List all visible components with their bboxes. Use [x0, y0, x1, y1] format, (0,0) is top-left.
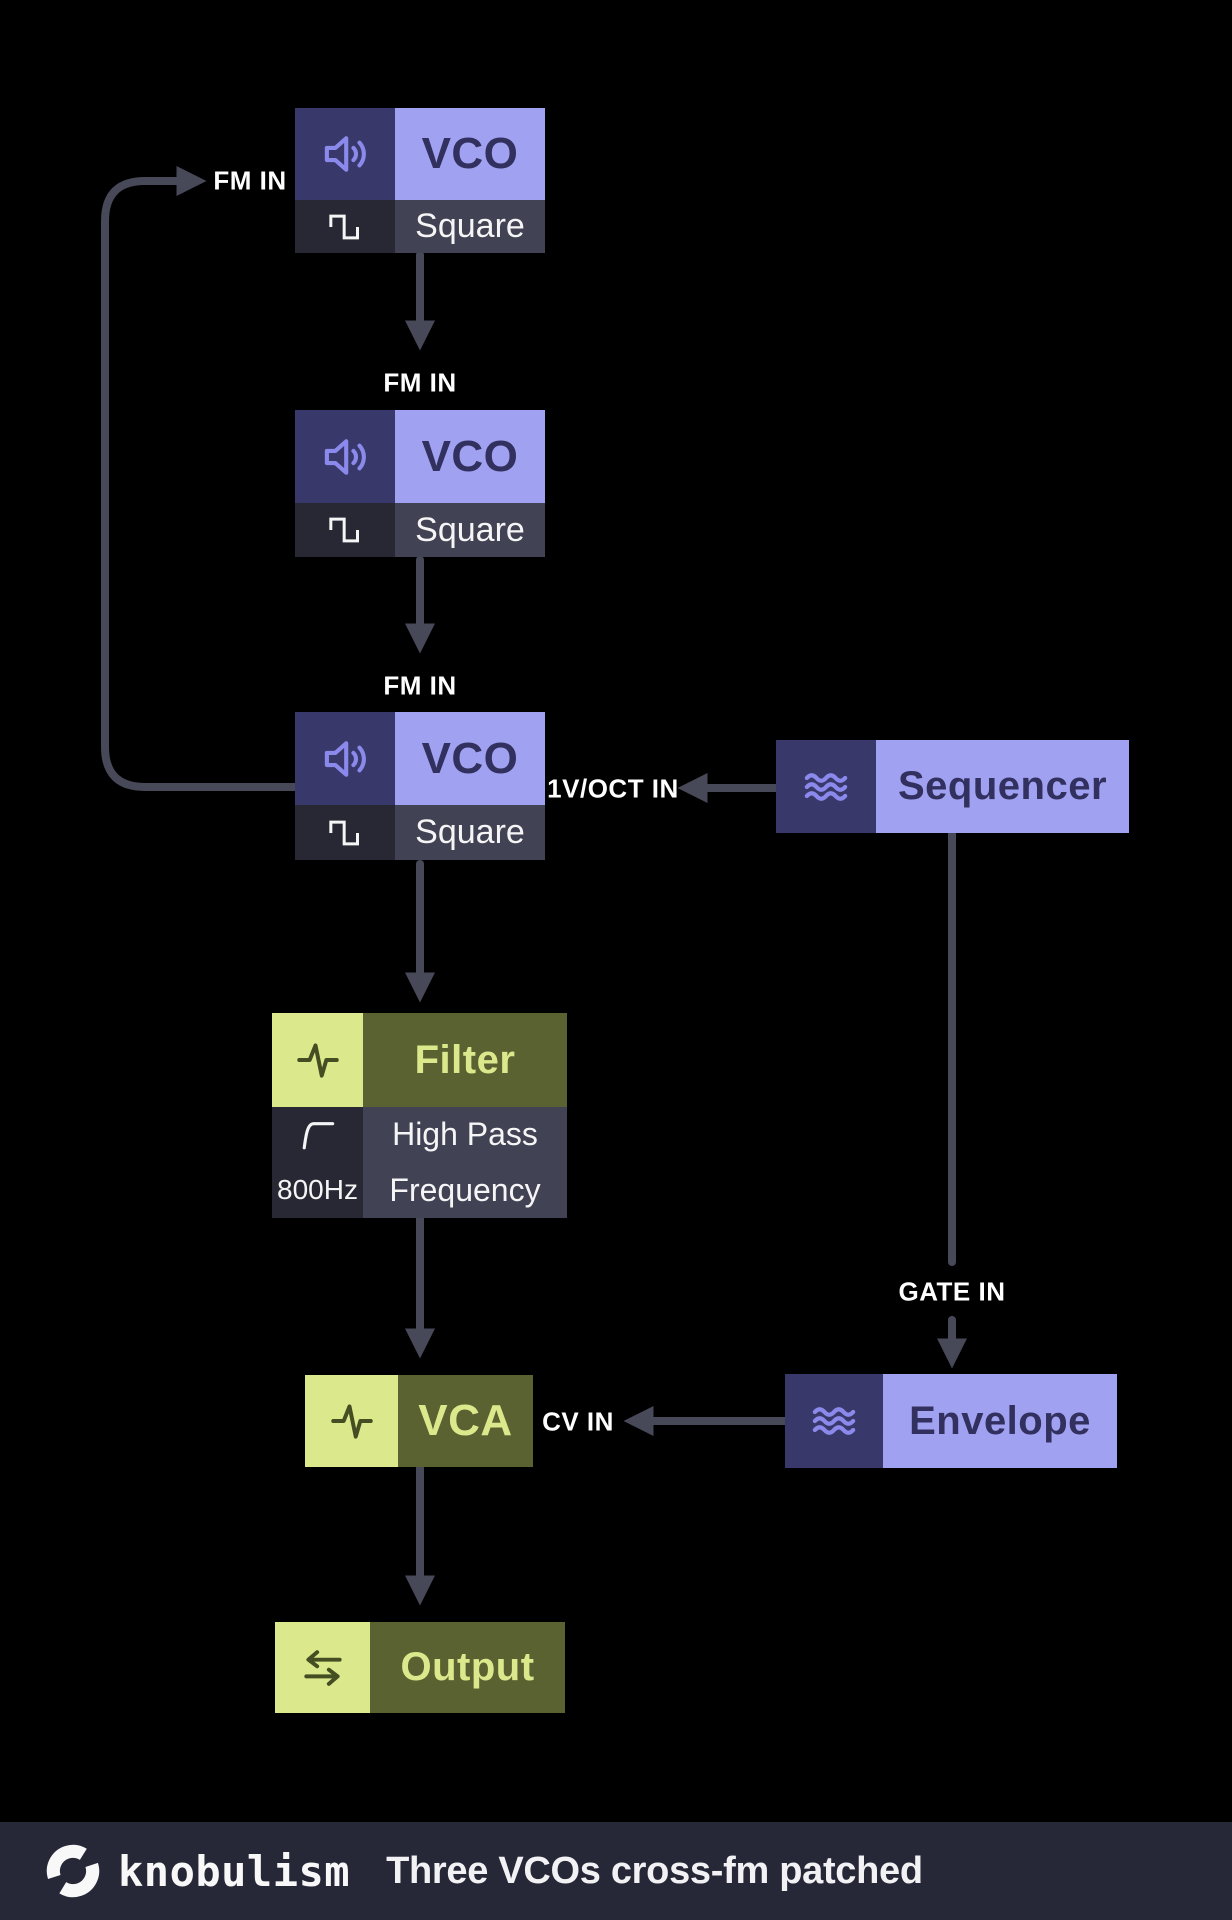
filter-type-label: High Pass — [363, 1107, 567, 1162]
vco1-wave-icon-cell — [295, 200, 395, 253]
square-wave-icon — [329, 820, 359, 845]
vco3-icon-cell — [295, 712, 395, 805]
v-oct-in-label: 1V/OCT IN — [547, 773, 679, 804]
fm-in-label-vco1: FM IN — [213, 165, 287, 196]
vca-icon-cell — [305, 1375, 398, 1467]
knob-logo-icon — [46, 1844, 100, 1898]
vco1-title: VCO — [395, 108, 545, 200]
brand-name: knobulism — [118, 1846, 351, 1896]
sequencer-block: Sequencer — [776, 740, 1129, 833]
vco2-icon-cell — [295, 410, 395, 503]
square-wave-icon — [329, 214, 359, 239]
filter-block: Filter High Pass 800Hz Frequency — [272, 1013, 567, 1218]
highpass-curve-icon — [302, 1121, 334, 1149]
sequencer-icon-cell — [776, 740, 876, 833]
fm-in-label-vco3: FM IN — [383, 670, 457, 701]
output-icon-cell — [275, 1622, 370, 1713]
vco2-wave-label: Square — [395, 503, 545, 557]
vco2-title: VCO — [395, 410, 545, 503]
filter-type-icon-cell — [272, 1107, 363, 1162]
pulse-icon — [296, 1043, 339, 1078]
vca-block: VCA — [305, 1375, 533, 1467]
pulse-icon — [330, 1404, 373, 1439]
vco3-title: VCO — [395, 712, 545, 805]
output-title: Output — [370, 1622, 565, 1713]
vco1-wave-label: Square — [395, 200, 545, 253]
vco2-wave-icon-cell — [295, 503, 395, 557]
filter-frequency-value: 800Hz — [272, 1162, 363, 1218]
vco3-wave-icon-cell — [295, 805, 395, 860]
transfer-arrows-icon — [303, 1649, 342, 1686]
speaker-icon — [324, 740, 366, 777]
envelope-icon-cell — [785, 1374, 883, 1468]
cv-in-label: CV IN — [542, 1406, 614, 1437]
vco3-wave-label: Square — [395, 805, 545, 860]
waves-icon — [812, 1407, 856, 1435]
square-wave-icon — [329, 517, 359, 543]
vco3-block: VCO Square — [295, 712, 545, 860]
waves-icon — [804, 772, 848, 801]
fm-in-label-vco2: FM IN — [383, 367, 457, 398]
vca-title: VCA — [398, 1375, 533, 1467]
filter-title: Filter — [363, 1013, 567, 1107]
speaker-icon — [324, 136, 366, 172]
speaker-icon — [324, 438, 366, 475]
gate-in-label: GATE IN — [898, 1276, 1006, 1307]
envelope-block: Envelope — [785, 1374, 1117, 1468]
vco2-block: VCO Square — [295, 410, 545, 557]
footer-bar: knobulism Three VCOs cross-fm patched — [0, 1822, 1232, 1920]
sequencer-title: Sequencer — [876, 740, 1129, 833]
diagram-caption: Three VCOs cross-fm patched — [386, 1849, 923, 1892]
vco1-icon-cell — [295, 108, 395, 200]
output-block: Output — [275, 1622, 565, 1713]
envelope-title: Envelope — [883, 1374, 1117, 1468]
filter-icon-cell — [272, 1013, 363, 1107]
filter-frequency-label: Frequency — [363, 1162, 567, 1218]
vco1-block: VCO Square — [295, 108, 545, 253]
